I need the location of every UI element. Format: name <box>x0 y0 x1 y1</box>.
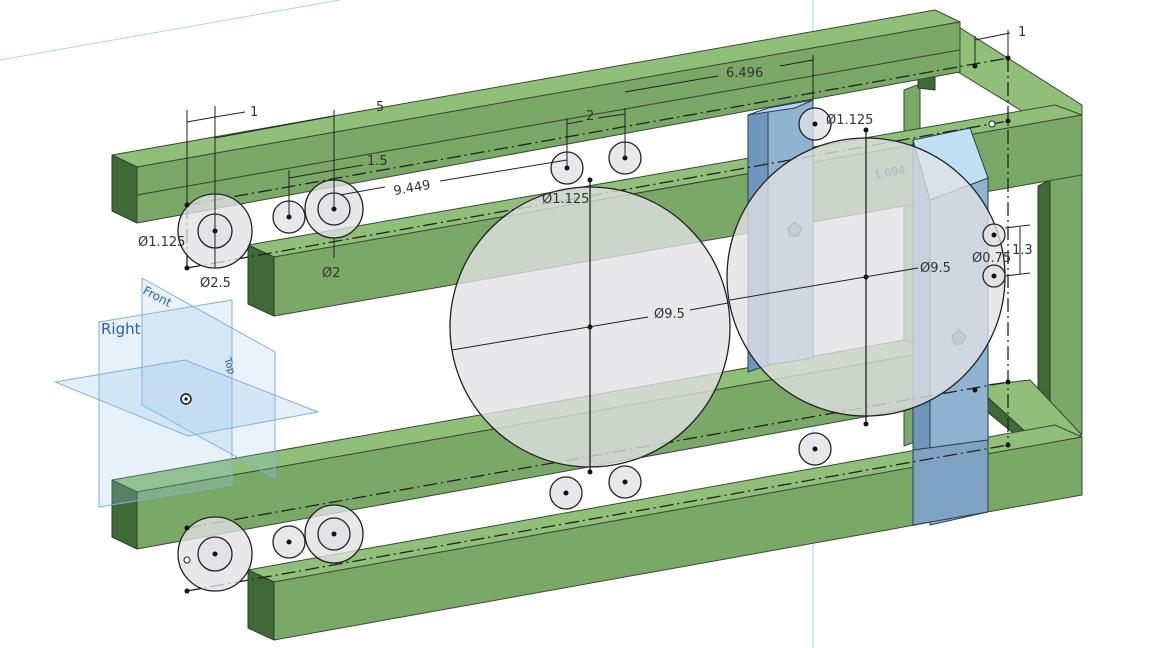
beam-top-back-front[interactable] <box>136 49 961 224</box>
origin-dot <box>184 397 188 401</box>
dim-dia-1-125-top[interactable]: Ø1.125 <box>826 113 873 128</box>
dim-dia-0-75[interactable]: Ø0.75 <box>972 251 1011 266</box>
dim-1-094[interactable]: 1.094 <box>873 163 906 181</box>
dim-dia-2-5[interactable]: Ø2.5 <box>200 276 231 291</box>
dim-5[interactable]: 5 <box>376 100 384 115</box>
dim-2[interactable]: 2 <box>586 109 594 124</box>
dim-1-left[interactable]: 1 <box>250 105 258 120</box>
plane-right[interactable] <box>98 299 233 508</box>
sketch[interactable]: 1 5 1.5 9.449 2 6.496 1 Ø1.125 Ø2.5 Ø2 Ø… <box>138 25 1033 594</box>
dimension-lines <box>186 30 1031 351</box>
plane-label-right[interactable]: Right <box>101 320 141 338</box>
plane-label-top[interactable]: Top <box>221 356 237 376</box>
dim-dia-1-125-mid[interactable]: Ø1.125 <box>542 192 589 207</box>
dim-1-right[interactable]: 1 <box>1018 25 1026 40</box>
beam-bottom-front-end[interactable] <box>247 569 275 641</box>
axis-lower-front[interactable] <box>186 444 1009 592</box>
origin-planes[interactable]: Front Right Top <box>53 277 320 508</box>
dim-1-3[interactable]: 1.3 <box>1012 243 1033 258</box>
frame-post-right[interactable] <box>1049 169 1083 446</box>
dim-dia-1-125-left[interactable]: Ø1.125 <box>138 235 185 250</box>
dim-9-449[interactable]: 9.449 <box>392 178 431 199</box>
dim-6-496[interactable]: 6.496 <box>726 66 763 81</box>
dim-dia-9-5-right[interactable]: Ø9.5 <box>920 261 951 276</box>
plane-front[interactable] <box>141 277 276 479</box>
beam-bottom-back-end[interactable] <box>111 479 138 550</box>
dim-dia-2[interactable]: Ø2 <box>322 266 341 281</box>
axis-upper[interactable] <box>186 57 1009 206</box>
dim-dia-9-5-left[interactable]: Ø9.5 <box>654 307 685 322</box>
beam-top-back-end[interactable] <box>111 154 138 224</box>
dimension-labels: 1 5 1.5 9.449 2 6.496 1 Ø1.125 Ø2.5 Ø2 Ø… <box>138 25 1033 322</box>
dim-1-5[interactable]: 1.5 <box>367 154 388 169</box>
beam-top-front-end[interactable] <box>247 244 275 317</box>
